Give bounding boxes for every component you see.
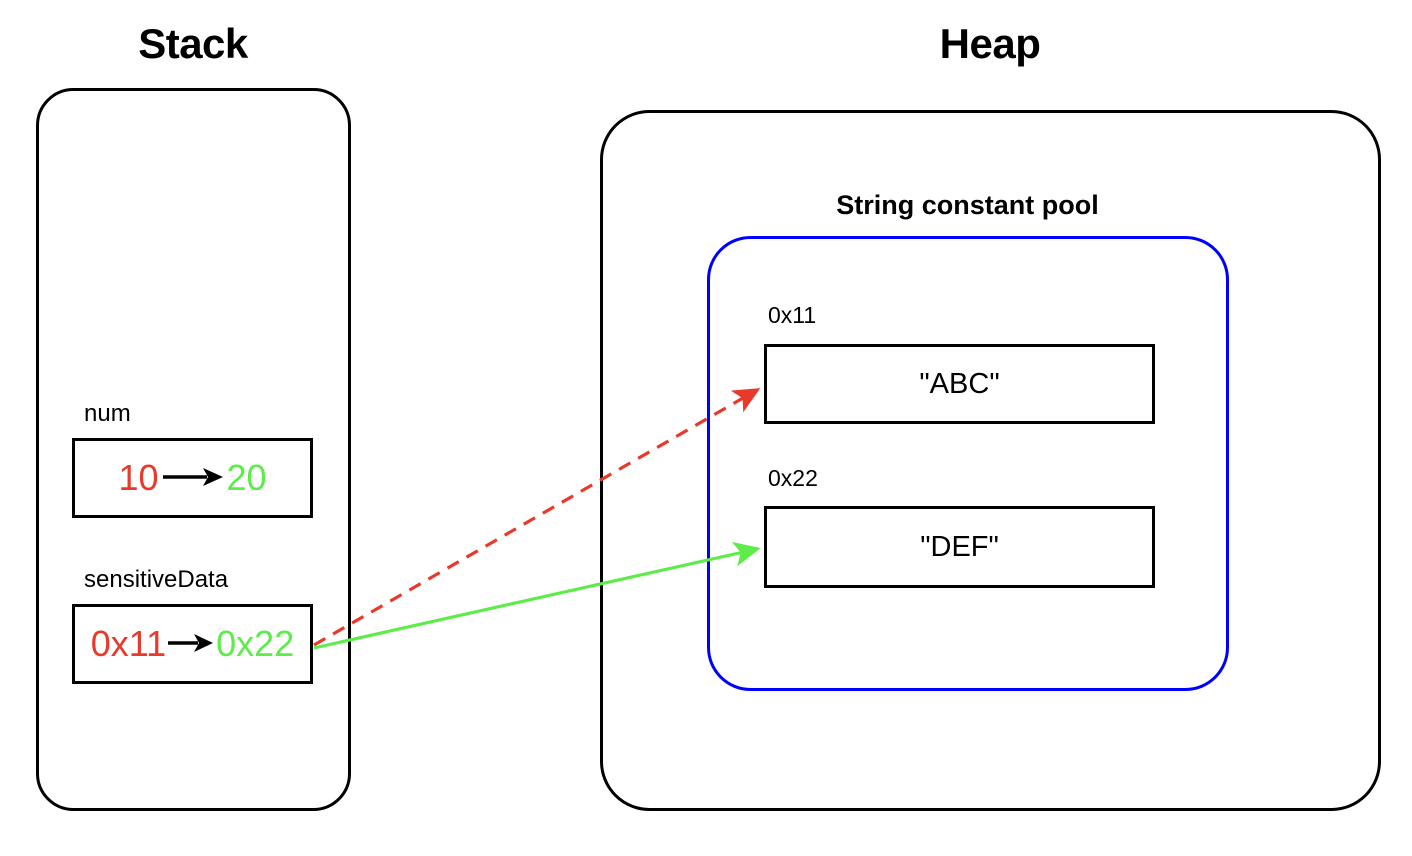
heap-title: Heap bbox=[939, 20, 1041, 67]
heap-object-abc: "ABC" bbox=[764, 344, 1155, 424]
string-constant-pool-container bbox=[707, 236, 1229, 691]
num-new-value: 20 bbox=[226, 457, 267, 498]
num-old-value: 10 bbox=[118, 457, 159, 498]
new-reference-arrow bbox=[313, 541, 761, 650]
heap-address-label-0x22: 0x22 bbox=[768, 465, 818, 491]
sensitivedata-new-value: 0x22 bbox=[216, 623, 295, 664]
stack-slot-sensitivedata-content: 0x11 0x22 bbox=[91, 626, 294, 662]
heap-container bbox=[600, 110, 1381, 811]
stack-slot-num-content: 10 20 bbox=[118, 460, 266, 496]
stack-slot-num: 10 20 bbox=[72, 438, 313, 518]
right-arrow-icon bbox=[161, 460, 225, 496]
sensitivedata-old-value: 0x11 bbox=[90, 623, 167, 664]
old-reference-arrow bbox=[313, 388, 761, 647]
string-constant-pool-title: String constant pool bbox=[836, 190, 1099, 220]
stack-container bbox=[36, 88, 351, 811]
heap-address-label-0x11: 0x11 bbox=[768, 302, 817, 328]
right-arrow-icon bbox=[168, 626, 214, 662]
variable-label-num: num bbox=[84, 400, 131, 427]
heap-object-def: "DEF" bbox=[764, 506, 1155, 588]
stack-title: Stack bbox=[138, 20, 248, 67]
stack-slot-sensitivedata: 0x11 0x22 bbox=[72, 604, 313, 684]
variable-label-sensitivedata: sensitiveData bbox=[84, 566, 229, 593]
